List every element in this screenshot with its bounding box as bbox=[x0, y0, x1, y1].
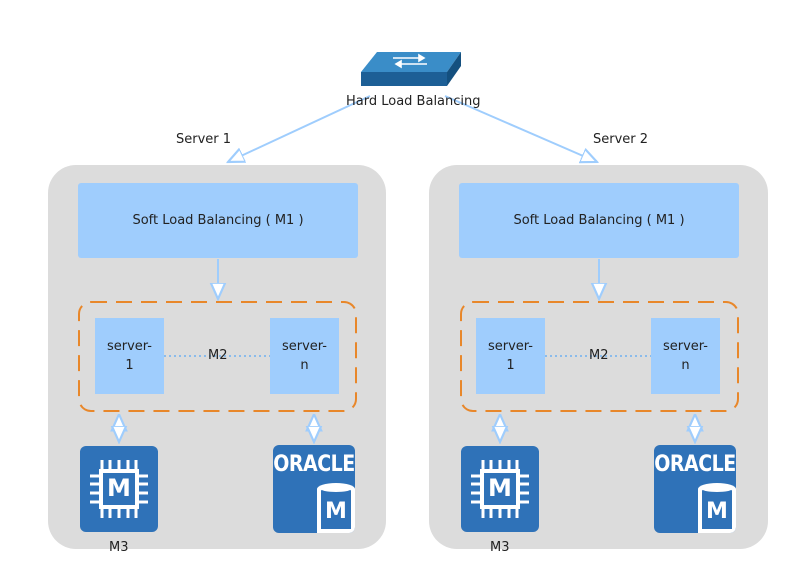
soft-load-balancing-box: Soft Load Balancing ( M1 ) bbox=[459, 183, 739, 258]
memory-chip-letter: M bbox=[107, 474, 131, 502]
memory-label: M3 bbox=[490, 540, 510, 555]
cluster-border-2 bbox=[460, 301, 739, 412]
server-node-number: 1 bbox=[125, 358, 134, 373]
oracle-database-icon: ORACLE M bbox=[654, 445, 736, 533]
oracle-database-icon: ORACLE M bbox=[273, 445, 355, 533]
server-1-title: Server 1 bbox=[176, 132, 232, 147]
server-node-label: server- bbox=[487, 339, 533, 354]
cluster-border-1 bbox=[78, 301, 357, 412]
memory-chip-icon: M bbox=[461, 446, 539, 532]
memory-chip-letter: M bbox=[488, 474, 512, 502]
oracle-badge-letter: M bbox=[706, 499, 728, 524]
soft-load-balancing-box: Soft Load Balancing ( M1 ) bbox=[78, 183, 358, 258]
server-node-label: server- bbox=[281, 339, 327, 354]
server-node-first: server- 1 bbox=[95, 318, 164, 394]
network-switch-icon bbox=[361, 52, 461, 86]
oracle-logo-text: ORACLE bbox=[654, 451, 736, 477]
connector-hard-to-server-1 bbox=[228, 95, 371, 162]
soft-load-balancing-label: Soft Load Balancing ( M1 ) bbox=[513, 213, 685, 228]
memory-chip-icon: M bbox=[80, 446, 158, 532]
server-node-first: server- 1 bbox=[476, 318, 545, 394]
cluster-label: M2 bbox=[208, 348, 228, 363]
server-node-last: server- n bbox=[270, 318, 339, 394]
cluster-label: M2 bbox=[589, 348, 609, 363]
switch-label: Hard Load Balancing bbox=[346, 94, 481, 109]
connector-hard-to-server-2 bbox=[444, 95, 597, 162]
server-node-number: 1 bbox=[506, 358, 515, 373]
server-node-number: n bbox=[681, 358, 690, 373]
oracle-logo-text: ORACLE bbox=[273, 451, 355, 477]
server-node-number: n bbox=[300, 358, 309, 373]
server-node-label: server- bbox=[662, 339, 708, 354]
memory-label: M3 bbox=[109, 540, 129, 555]
server-node-last: server- n bbox=[651, 318, 720, 394]
server-node-label: server- bbox=[106, 339, 152, 354]
server-2-title: Server 2 bbox=[593, 132, 649, 147]
oracle-badge-letter: M bbox=[325, 499, 347, 524]
soft-load-balancing-label: Soft Load Balancing ( M1 ) bbox=[132, 213, 304, 228]
